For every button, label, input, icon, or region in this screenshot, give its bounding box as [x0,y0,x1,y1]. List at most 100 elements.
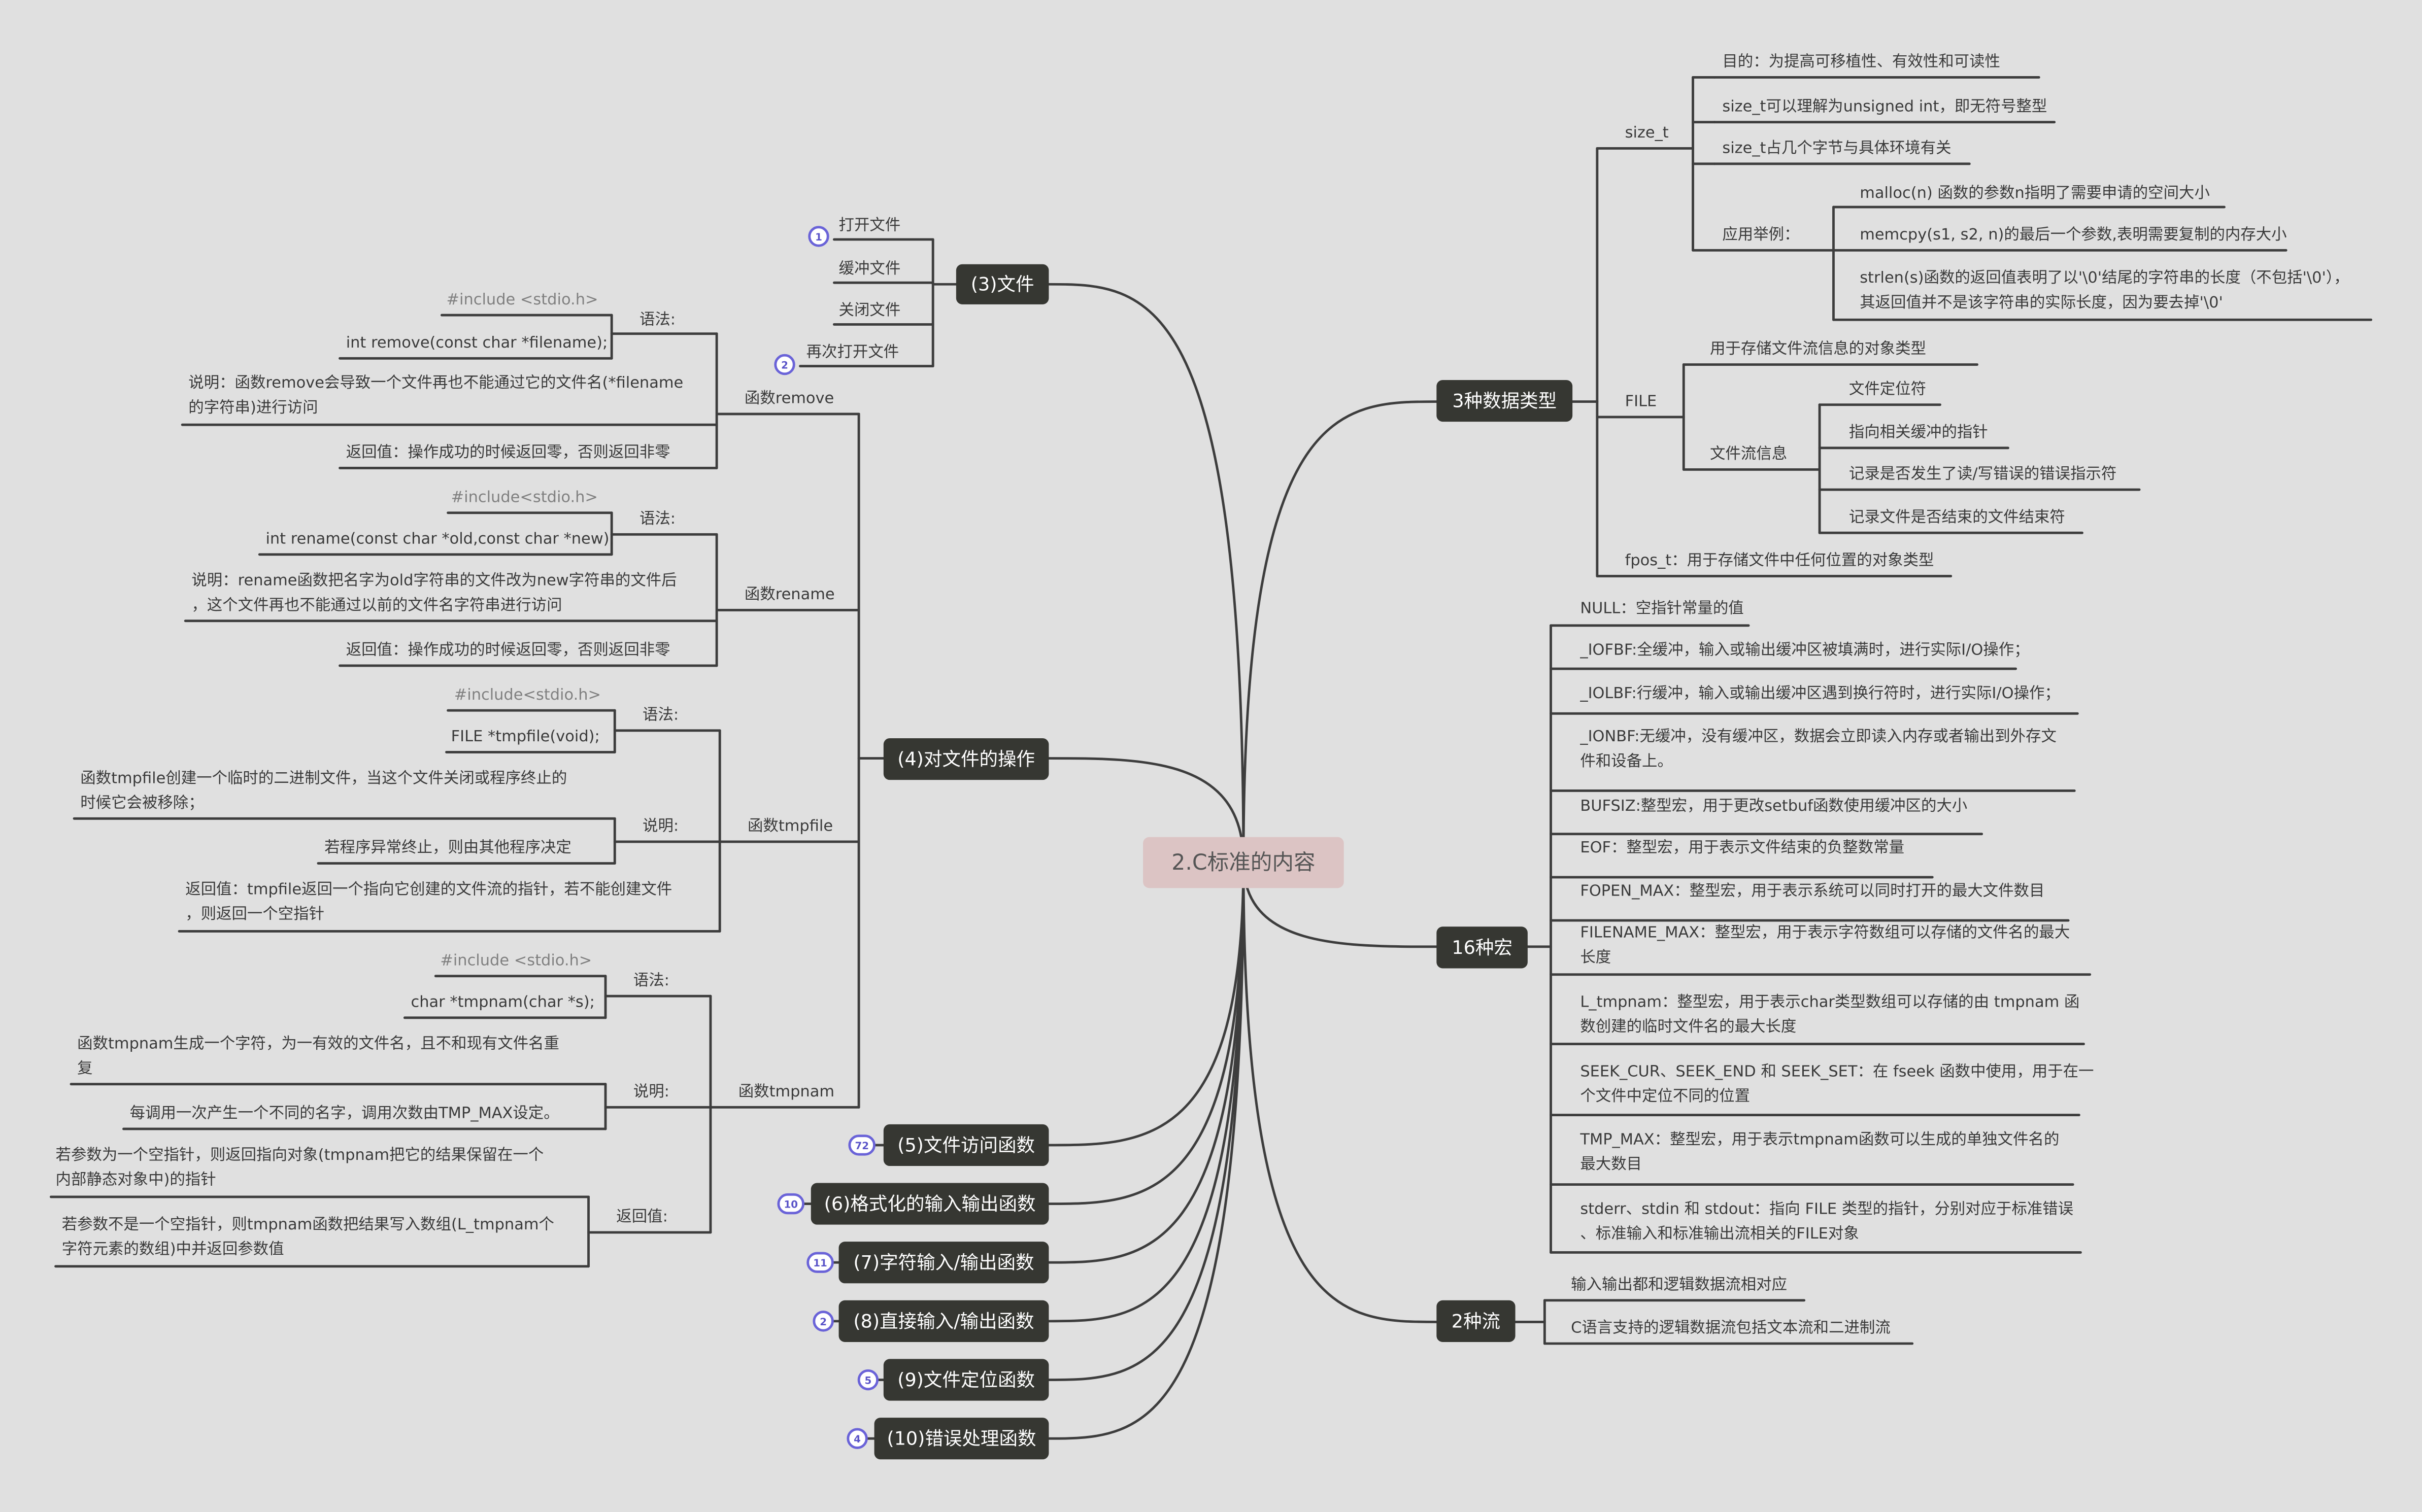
branch-curve-other [1048,861,1245,1323]
topic-data-types[interactable]: 3种数据类型 [1436,380,1573,422]
topic-file-operations[interactable]: (4)对文件的操作 [883,738,1049,780]
topic-function-group-bg [874,1418,1049,1460]
branch-curve-types [1242,400,1438,863]
topic-function-group-bg [811,1183,1049,1225]
desc-label: 说明: [633,1083,669,1101]
description-line: 的字符串)进行访问 [188,399,318,417]
macro-item: NULL：空指针常量的值 [1580,599,1743,617]
include-line: #include<stdio.h> [451,488,598,506]
badge-outline [813,1311,834,1332]
syntax-label: 语法: [640,311,676,328]
topic-function-group[interactable]: (9)文件定位函数 [883,1359,1049,1401]
topic-count-badge[interactable]: 2 [774,354,795,375]
description-line: ，这个文件再也不能通过以前的文件名字符串进行访问 [191,596,562,614]
branch-curve-other [1048,861,1245,1206]
topic-function-group[interactable]: (6)格式化的输入输出函数 [811,1183,1049,1225]
description-line: 说明：函数remove会导致一个文件再也不能通过它的文件名(*filename [188,374,683,392]
include-line: #include <stdio.h> [440,951,592,969]
macro-item-line: 长度 [1580,948,1611,966]
badge-count: 5 [864,1375,871,1387]
branch-curve-macros [1242,861,1438,948]
topic-count-badge[interactable]: 1 [808,226,829,247]
badge-outline [857,1369,879,1391]
topic-function-group-label: (9)文件定位函数 [897,1369,1035,1391]
macro-item-line: L_tmpnam：整型宏，用于表示char类型数组可以存储的由 tmpnam 函 [1580,993,2079,1011]
topic-function-group[interactable]: (10)错误处理函数 [874,1418,1049,1460]
topic-function-group-label: (10)错误处理函数 [887,1428,1036,1450]
description-line: 复 [77,1059,92,1077]
syntax-label: 语法: [643,706,679,724]
size-t-label: size_t [1625,124,1669,142]
central-topic[interactable]: 2.C标准的内容 [1143,837,1344,888]
topic-count-badge[interactable]: 2 [813,1311,834,1332]
topic-function-group-bg [883,1124,1049,1166]
return-value-line: 若参数为一个空指针，则返回指向对象(tmpnam把它的结果保留在一个 [56,1146,544,1164]
central-topic-label: 2.C标准的内容 [1171,850,1315,875]
topic-file-operations-bg [883,738,1049,780]
stream-info-label: 文件流信息 [1710,445,1787,463]
topic-function-group-bg [838,1300,1049,1342]
macro-item: EOF：整型宏，用于表示文件结束的负整数常量 [1580,839,1904,856]
branch-curve-other [1048,861,1245,1440]
topic-function-group[interactable]: (8)直接输入/输出函数 [838,1300,1049,1342]
file-item: 再次打开文件 [806,343,899,361]
badge-outline [808,226,829,247]
topic-function-group-label: (5)文件访问函数 [897,1134,1035,1156]
macro-item: FOPEN_MAX：整型宏，用于表示系统可以同时打开的最大文件数目 [1580,882,2044,900]
macro-item-line: 数创建的临时文件名的最大长度 [1580,1018,1796,1036]
signature: int rename(const char *old,const char *n… [265,530,614,548]
description-line: 时候它会被移除； [80,794,204,812]
topic-streams[interactable]: 2种流 [1436,1300,1516,1342]
example-item-line: strlen(s)函数的返回值表明了以'\0'结尾的字符串的长度（不包括'\0'… [1860,269,2349,287]
topic-function-group[interactable]: (5)文件访问函数 [883,1124,1049,1166]
badge-count: 72 [855,1140,869,1152]
topic-macros-bg [1436,926,1528,969]
syntax-label: 语法: [640,510,676,528]
size-t-item: size_t可以理解为unsigned int，即无符号整型 [1722,97,2047,115]
return-value: 返回值：操作成功的时候返回零，否则返回非零 [346,641,670,659]
description: 每调用一次产生一个不同的名字，调用次数由TMP_MAX设定。 [130,1105,559,1122]
topic-macros[interactable]: 16种宏 [1436,926,1528,969]
return-value-line: 返回值：tmpfile返回一个指向它创建的文件流的指针，若不能创建文件 [185,880,672,898]
badge-outline [848,1135,876,1156]
topic-function-group-bg [838,1242,1049,1284]
topic-count-badge[interactable]: 5 [857,1369,879,1391]
topic-count-badge[interactable]: 4 [847,1428,868,1449]
badge-count: 4 [854,1433,861,1445]
size-t-item: size_t占几个字节与具体环境有关 [1722,140,1951,157]
topic-count-badge[interactable]: 11 [806,1252,834,1273]
return-value-line: 字符元素的数组)中并返回参数值 [62,1240,284,1258]
topic-file[interactable]: (3)文件 [956,264,1049,304]
topic-file-bg [956,264,1049,304]
badge-outline [806,1252,834,1273]
topic-count-badge[interactable]: 10 [777,1193,804,1215]
fpos-t: fpos_t：用于存储文件中任何位置的对象类型 [1625,552,1934,569]
macro-item-line: 最大数目 [1580,1155,1642,1173]
topic-function-group-label: (7)字符输入/输出函数 [853,1252,1034,1274]
stream-item: 输入输出都和逻辑数据流相对应 [1571,1276,1787,1293]
macro-item-line: 、标准输入和标准输出流相关的FILE对象 [1580,1225,1859,1243]
include-line: #include <stdio.h> [447,291,598,308]
stream-info-item: 记录是否发生了读/写错误的错误指示符 [1849,465,2116,483]
topic-function-group[interactable]: (7)字符输入/输出函数 [838,1242,1049,1284]
stream-info-item: 文件定位符 [1849,380,1926,398]
branch-curve-other [1048,861,1245,1381]
file-item: 关闭文件 [839,301,901,319]
branch-curve-other [1048,861,1245,1264]
macro-item: _IOFBF:全缓冲，输入或输出缓冲区被填满时，进行实际I/O操作； [1579,641,2029,659]
func-tmpnam: 函数tmpnam [738,1083,834,1101]
macro-item: _IOLBF:行缓冲，输入或输出缓冲区遇到换行符时，进行实际I/O操作； [1579,684,2060,702]
topic-function-group-bg [883,1359,1049,1401]
topic-streams-label: 2种流 [1452,1310,1500,1332]
topic-count-badge[interactable]: 72 [848,1135,876,1156]
file-item: 缓冲文件 [839,260,901,278]
macro-item: BUFSIZ:整型宏，用于更改setbuf函数使用缓冲区的大小 [1580,797,1967,815]
file-type-desc: 用于存储文件流信息的对象类型 [1710,340,1926,358]
central-topic-bg [1143,837,1344,888]
topic-macros-label: 16种宏 [1452,937,1512,958]
macro-item-line: stderr、stdin 和 stdout：指向 FILE 类型的指针，分别对应… [1580,1200,2073,1218]
macro-item-line: 个文件中定位不同的位置 [1580,1087,1750,1105]
signature: FILE *tmpfile(void); [451,728,600,745]
signature: char *tmpnam(char *s); [411,993,595,1011]
